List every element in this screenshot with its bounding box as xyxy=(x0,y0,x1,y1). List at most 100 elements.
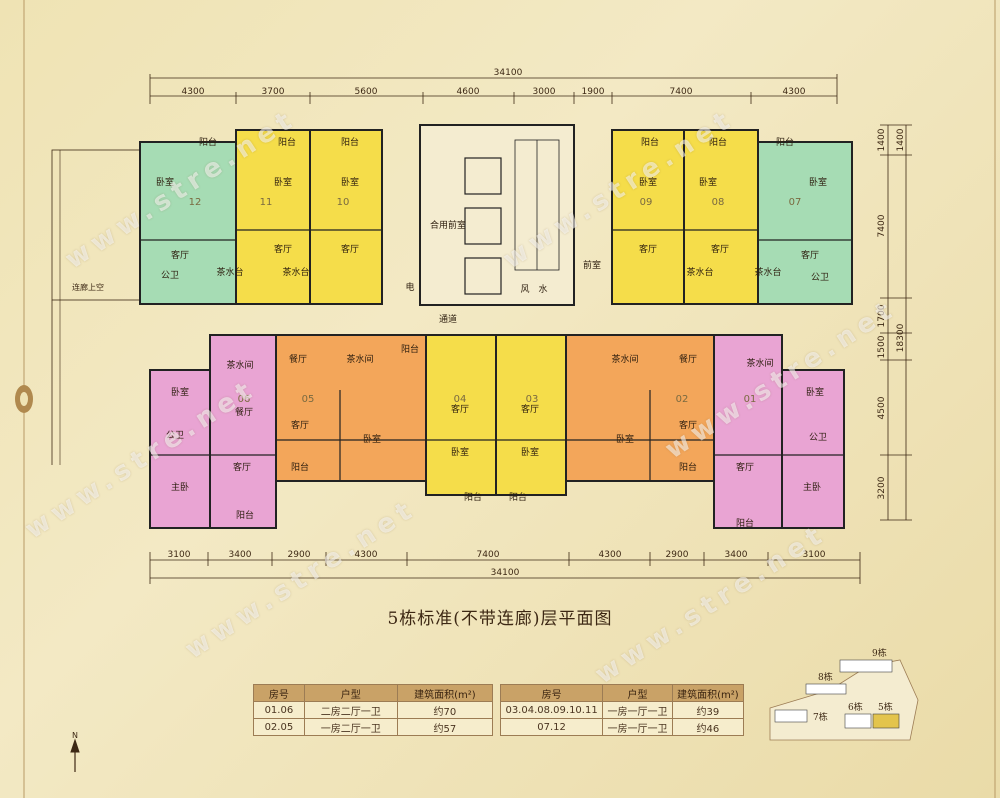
unit-11 xyxy=(235,129,311,305)
room-bedroom-06: 卧室 xyxy=(171,386,189,398)
room-balcony-11: 阳台 xyxy=(278,136,296,148)
room-balcony-07: 阳台 xyxy=(776,136,794,148)
room-living-05: 客厅 xyxy=(291,419,309,431)
table-cell: 01.06 xyxy=(253,701,305,719)
svg-text:N: N xyxy=(72,731,78,740)
keyplan-building-8 xyxy=(805,683,847,695)
room-living-12: 客厅 xyxy=(171,249,189,261)
room-balcony-04: 阳台 xyxy=(464,491,482,503)
room-master-01: 主卧 xyxy=(803,481,821,493)
unit-10 xyxy=(309,129,383,305)
corridor-roof-area xyxy=(51,149,141,465)
room-bedroom-12: 卧室 xyxy=(156,176,174,188)
table-header: 房号 xyxy=(499,684,604,702)
table-cell: 二房二厅一卫 xyxy=(303,701,398,719)
room-living-09: 客厅 xyxy=(639,243,657,255)
room-living-02: 客厅 xyxy=(679,419,697,431)
area-table-right: 房号 户型 建筑面积(m²) 03.04.08.09.10.11 一房一厅一卫 … xyxy=(499,684,745,736)
key-plan xyxy=(769,659,919,741)
unit-02 xyxy=(565,334,715,482)
unit-label-12: 12 xyxy=(189,197,202,208)
table-cell: 一房一厅一卫 xyxy=(602,701,673,719)
room-balcony-02: 阳台 xyxy=(679,461,697,473)
unit-05 xyxy=(275,334,427,482)
top-dimensions xyxy=(149,74,838,104)
room-bath-07: 公卫 xyxy=(811,272,829,283)
right-dim-2: 7400 xyxy=(877,214,887,237)
room-bedroom-11: 卧室 xyxy=(274,176,292,188)
unit-label-04: 04 xyxy=(454,394,467,405)
room-master-06: 主卧 xyxy=(171,481,189,493)
room-water: 水 xyxy=(538,283,547,295)
room-balcony-06: 阳台 xyxy=(236,509,254,521)
room-wind: 风 xyxy=(520,284,529,295)
keyplan-label-9: 9栋 xyxy=(872,647,887,659)
room-balcony-01: 阳台 xyxy=(736,517,754,529)
keyplan-label-6: 6栋 xyxy=(848,701,863,713)
room-bedroom-04: 卧室 xyxy=(451,446,469,458)
room-elec: 电 xyxy=(405,281,414,293)
room-living-11: 客厅 xyxy=(274,243,292,255)
right-dim-3: 1700 xyxy=(877,304,887,327)
room-balcony-03: 阳台 xyxy=(509,491,527,503)
right-sub-dim-1: 1400 xyxy=(896,128,906,151)
table-cell: 约57 xyxy=(396,718,494,736)
room-bath-01: 公卫 xyxy=(809,432,827,443)
room-bedroom-01: 卧室 xyxy=(806,386,824,398)
unit-06 xyxy=(209,334,277,529)
table-header: 建筑面积(m²) xyxy=(396,684,494,702)
room-corridor: 通道 xyxy=(439,313,457,325)
top-dim-4: 4600 xyxy=(457,87,480,97)
keyplan-building-7 xyxy=(774,709,808,723)
room-living-06: 客厅 xyxy=(233,461,251,473)
unit-label-02: 02 xyxy=(676,394,689,405)
unit-label-11: 11 xyxy=(260,197,273,208)
unit-04 xyxy=(425,334,497,496)
bottom-dim-7: 2900 xyxy=(666,550,689,560)
table-cell: 一房二厅一卫 xyxy=(303,718,398,736)
elevator-2 xyxy=(464,207,502,245)
room-tea-room-02: 茶水间 xyxy=(611,353,638,365)
room-bedroom-02: 卧室 xyxy=(616,433,634,445)
room-tea-room-01: 茶水间 xyxy=(746,357,773,369)
unit-label-06: 06 xyxy=(238,394,251,405)
keyplan-label-5: 5栋 xyxy=(878,701,893,713)
room-balcony-05a: 阳台 xyxy=(401,343,419,355)
unit-03 xyxy=(495,334,567,496)
unit-07 xyxy=(757,141,853,305)
bottom-dim-2: 3400 xyxy=(229,550,252,560)
unit-label-03: 03 xyxy=(526,394,539,405)
north-arrow-icon xyxy=(70,738,80,772)
keyplan-label-8: 8栋 xyxy=(818,671,833,683)
room-living-03: 客厅 xyxy=(521,403,539,415)
top-overall-dim: 34100 xyxy=(494,68,523,78)
area-table-left: 房号 户型 建筑面积(m²) 01.06 二房二厅一卫 约70 02.05 一房… xyxy=(253,684,494,736)
room-balcony-10: 阳台 xyxy=(341,136,359,148)
bottom-dim-5: 7400 xyxy=(477,550,500,560)
room-balcony-08: 阳台 xyxy=(709,136,727,148)
room-bedroom-07: 卧室 xyxy=(809,176,827,188)
unit-label-07: 07 xyxy=(789,197,802,208)
top-dim-8: 4300 xyxy=(783,87,806,97)
unit-01-right xyxy=(781,369,845,529)
table-header: 户型 xyxy=(602,684,673,702)
keyplan-building-5 xyxy=(872,713,900,729)
room-living-10: 客厅 xyxy=(341,243,359,255)
table-cell: 一房一厅一卫 xyxy=(602,718,673,736)
right-sub-dim-2: 18300 xyxy=(896,323,906,352)
keyplan-building-6 xyxy=(844,713,872,729)
top-dim-5: 3000 xyxy=(533,87,556,97)
ornament-icon xyxy=(15,385,33,413)
table-cell: 03.04.08.09.10.11 xyxy=(499,701,604,719)
room-bedroom-05: 卧室 xyxy=(363,433,381,445)
plan-title: 5栋标准(不带连廊)层平面图 xyxy=(387,609,613,629)
room-tea-room-06: 茶水间 xyxy=(226,359,253,371)
unit-01 xyxy=(713,334,783,529)
right-dim-6: 3200 xyxy=(877,476,887,499)
room-living-07: 客厅 xyxy=(801,249,819,261)
top-dim-7: 7400 xyxy=(670,87,693,97)
room-living-08: 客厅 xyxy=(711,243,729,255)
bottom-dimensions xyxy=(149,552,861,584)
top-dim-2: 3700 xyxy=(262,87,285,97)
table-cell: 约39 xyxy=(671,701,745,719)
